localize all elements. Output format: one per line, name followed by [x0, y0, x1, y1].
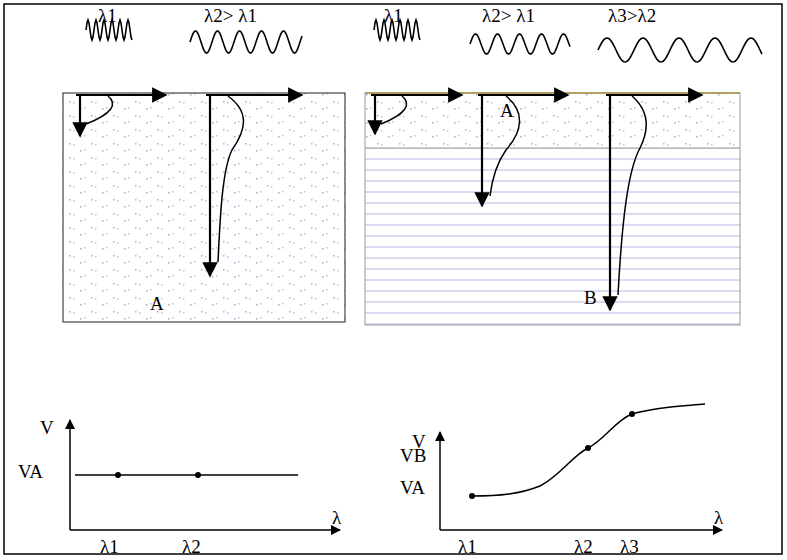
amplitude-curves [86, 96, 646, 295]
axis-tick: λ2 [182, 537, 201, 556]
frame [4, 4, 782, 554]
axis-tick: λ2 [574, 537, 593, 556]
wavelength-label: λ2> λ1 [204, 6, 257, 25]
axis-tick: λ3 [620, 537, 639, 556]
wave [598, 38, 762, 62]
wavelength-label: λ2> λ1 [482, 6, 535, 25]
wave [470, 34, 570, 54]
wavelength-label: λ1 [98, 6, 117, 25]
layer-b [365, 148, 740, 325]
surface [365, 92, 740, 94]
axis-value: VB [400, 446, 426, 465]
axis-value: VA [18, 462, 43, 481]
interface [365, 148, 740, 149]
waves [86, 20, 762, 62]
axis-value: VA [400, 478, 425, 497]
axis-label: V [40, 418, 54, 437]
wavelength-label: λ3>λ2 [608, 6, 656, 25]
graph-points [115, 411, 635, 499]
layer-label: B [584, 288, 597, 307]
wavelength-label: λ1 [384, 6, 403, 25]
layer-a [365, 93, 740, 148]
axis-label: λ [714, 508, 723, 527]
medium-label: A [150, 294, 164, 313]
wave [190, 31, 302, 53]
layer-label: A [500, 101, 514, 120]
medium-outline [365, 93, 740, 325]
graph-axes [70, 404, 722, 530]
axis-tick: λ1 [458, 537, 477, 556]
axis-label: λ [332, 508, 341, 527]
axis-tick: λ1 [100, 537, 119, 556]
medium-a [63, 93, 345, 322]
arrows [76, 95, 702, 310]
